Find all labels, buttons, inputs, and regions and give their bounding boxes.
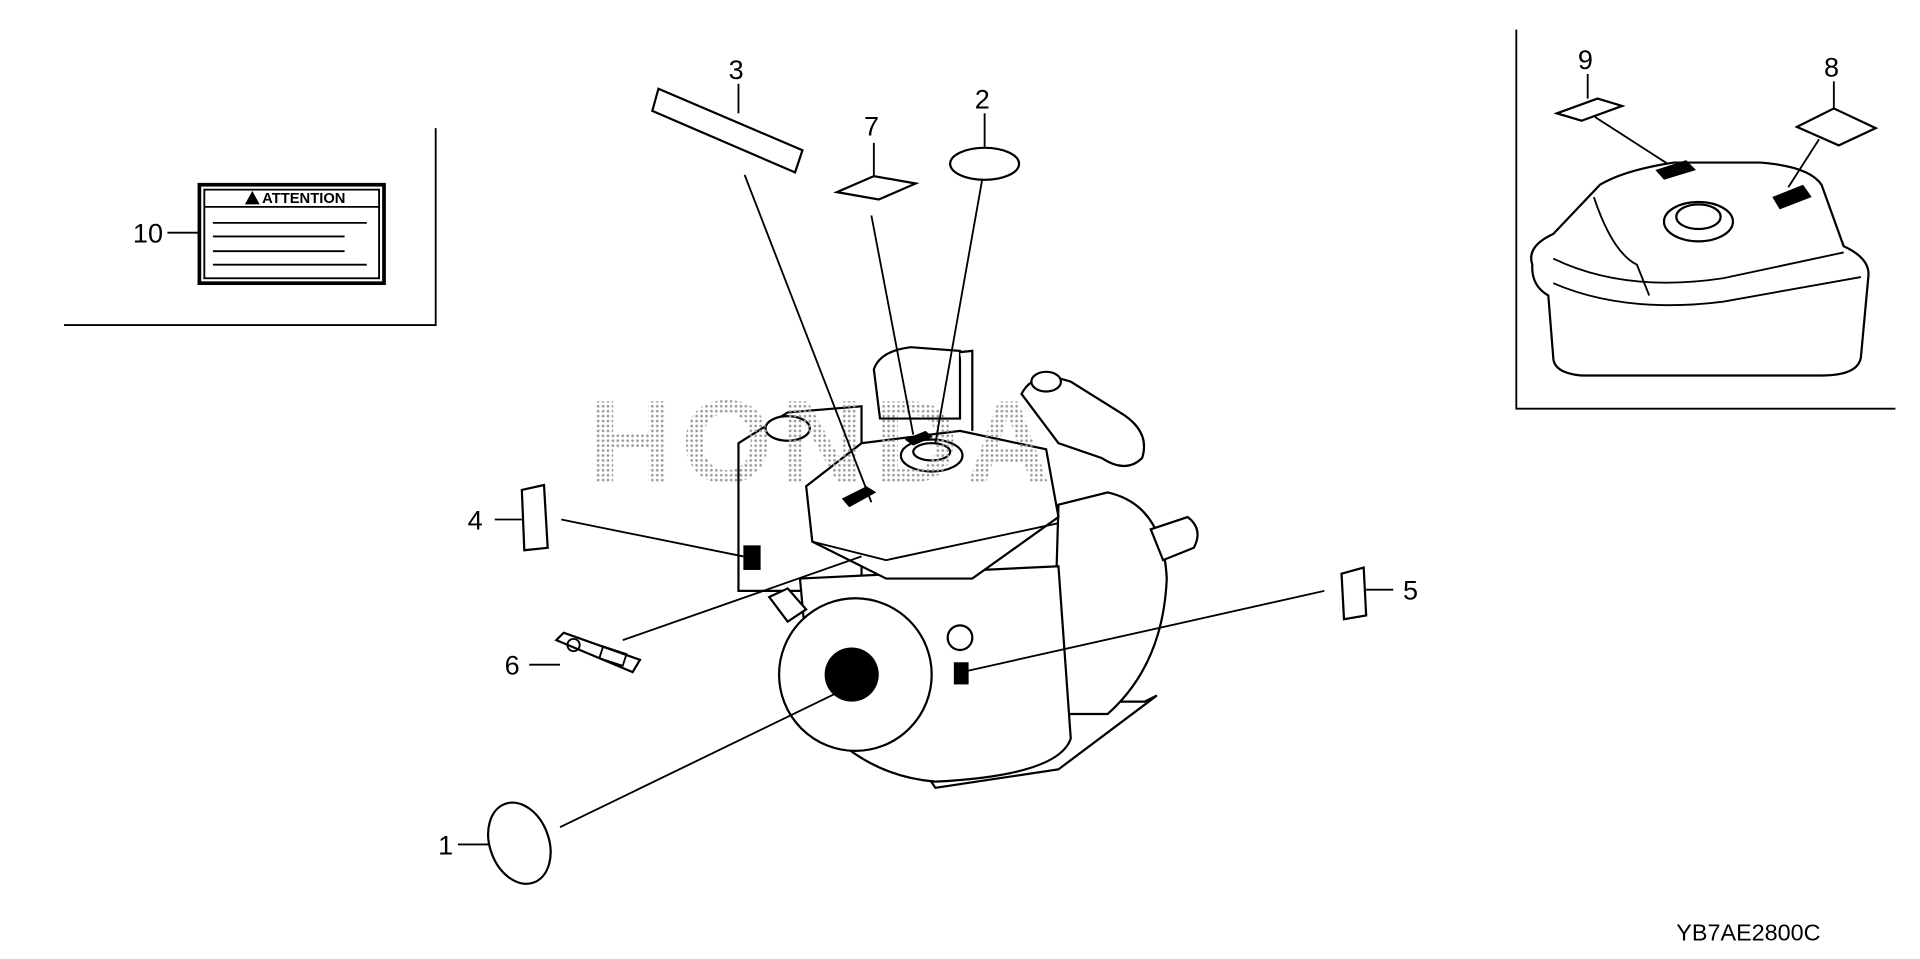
callout-1[interactable]: 1 [438,829,453,860]
engine-pump-drawing [737,346,1199,790]
attention-label-text: ATTENTION [262,191,345,207]
part-3-label[interactable] [650,87,804,174]
fuel-tank-inset [1530,160,1870,377]
callout-3[interactable]: 3 [729,54,744,85]
inset-frame-right [1515,29,1896,410]
callout-4[interactable]: 4 [468,504,483,535]
part-5-label[interactable] [1340,566,1368,621]
callout-10[interactable]: 10 [133,218,163,249]
callout-2[interactable]: 2 [975,83,990,114]
part-8-label[interactable] [1794,107,1879,147]
part-9-label[interactable] [1553,97,1626,122]
warning-icon [244,190,260,205]
part-2-label[interactable] [949,146,1021,181]
callout-5[interactable]: 5 [1403,575,1418,606]
callout-7[interactable]: 7 [864,110,879,141]
part-4-label[interactable] [520,483,549,552]
part-1-label[interactable] [477,794,561,893]
part-7-label[interactable] [833,174,920,201]
callout-6[interactable]: 6 [505,650,520,681]
part-10-attention-label[interactable]: ATTENTION [197,182,386,286]
callout-9[interactable]: 9 [1578,44,1593,75]
callout-8[interactable]: 8 [1824,51,1839,82]
diagram-code: YB7AE2800C [1676,919,1820,945]
inset-frame-left [64,128,437,326]
part-6-label[interactable] [554,631,642,674]
